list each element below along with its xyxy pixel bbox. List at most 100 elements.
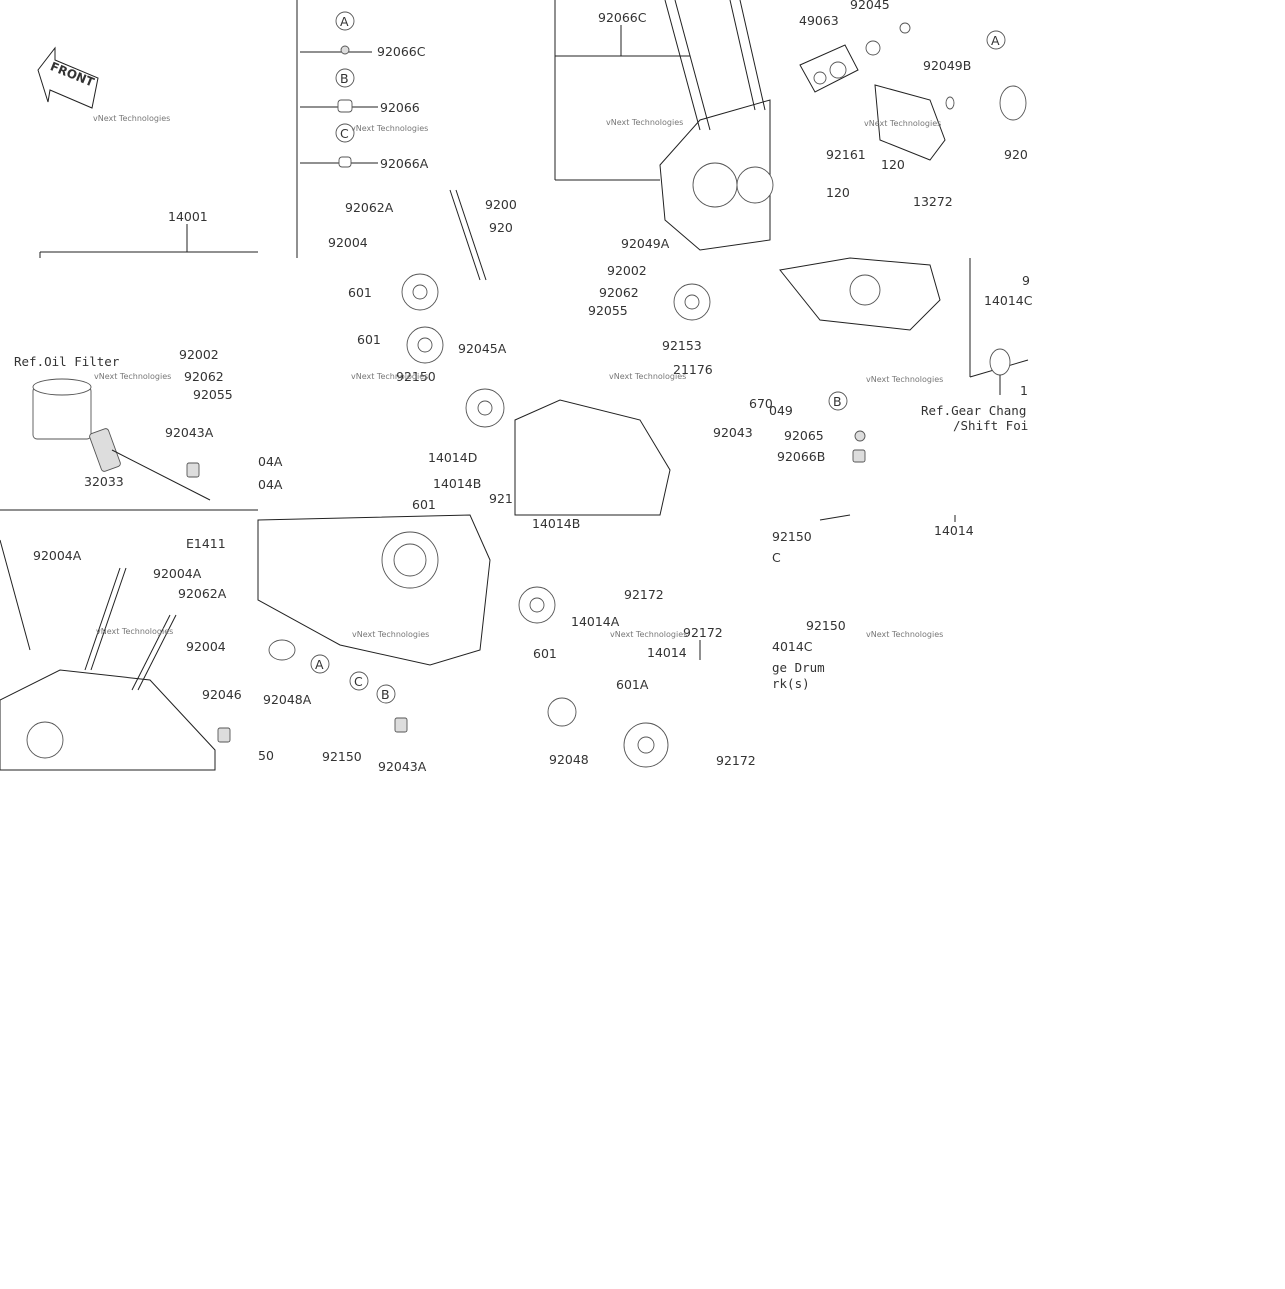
part-label: 92055 — [193, 387, 233, 402]
part-label: 1 — [1020, 383, 1028, 398]
watermark: vNext Technologies — [864, 119, 941, 128]
callout-letters: A B C A B A C B — [310, 11, 1006, 704]
part-label: 14014B — [532, 516, 580, 531]
part-label: 601 — [533, 646, 557, 661]
callout-a-2: A — [991, 33, 1000, 48]
part-label: 92043A — [165, 425, 214, 440]
part-label: 92066A — [380, 156, 429, 171]
part-label: 92150 — [322, 749, 362, 764]
ref-gear-change-2: /Shift Foi — [953, 418, 1028, 433]
part-label: 601 — [412, 497, 436, 512]
part-label: 92055 — [588, 303, 628, 318]
line-art — [0, 0, 1029, 771]
watermark: vNext Technologies — [96, 627, 173, 636]
part-label: 92062A — [345, 200, 394, 215]
callout-a-3: A — [315, 657, 324, 672]
part-label: 92045 — [850, 0, 890, 12]
part-label: 92045A — [458, 341, 507, 356]
part-label: 920 — [489, 220, 513, 235]
part-label: 21176 — [673, 362, 713, 377]
part-label: 92150 — [806, 618, 846, 633]
callout-c-3: C — [354, 674, 363, 689]
part-label: 92048 — [549, 752, 589, 767]
part-label: 120 — [881, 157, 905, 172]
part-label: 92172 — [624, 587, 664, 602]
ref-change-drum-2: rk(s) — [772, 676, 810, 691]
watermark: vNext Technologies — [351, 124, 428, 133]
watermark: vNext Technologies — [351, 372, 428, 381]
part-label: 92048A — [263, 692, 312, 707]
callout-c: C — [340, 126, 349, 141]
part-label: 92049A — [621, 236, 670, 251]
part-label: 4014C — [772, 639, 813, 654]
callout-b: B — [340, 71, 349, 86]
part-label: 92004A — [153, 566, 202, 581]
part-label: 50 — [258, 748, 274, 763]
part-label: 9200 — [485, 197, 517, 212]
part-label: 92062 — [599, 285, 639, 300]
part-label: 92172 — [683, 625, 723, 640]
part-label: 92066C — [598, 10, 647, 25]
part-label: 14014C — [984, 293, 1033, 308]
part-label: 14014 — [934, 523, 974, 538]
part-label: 601 — [348, 285, 372, 300]
part-label: 92153 — [662, 338, 702, 353]
watermark: vNext Technologies — [606, 118, 683, 127]
part-label: 921 — [489, 491, 513, 506]
callout-b-2: B — [833, 394, 842, 409]
part-label: 9 — [1022, 273, 1030, 288]
part-label: 92043A — [378, 759, 427, 774]
part-label: 92002 — [179, 347, 219, 362]
part-label: 92150 — [396, 369, 436, 384]
part-label: 92004 — [328, 235, 368, 250]
part-label: 92150 — [772, 529, 812, 544]
watermark: vNext Technologies — [93, 114, 170, 123]
ref-gear-change-1: Ref.Gear Chang — [921, 403, 1026, 418]
part-label: 92004 — [186, 639, 226, 654]
part-label: 14014A — [571, 614, 620, 629]
part-label: 92043 — [713, 425, 753, 440]
part-label: 92049B — [923, 58, 971, 73]
part-label: 92062 — [184, 369, 224, 384]
callout-a: A — [340, 14, 349, 29]
part-label: 04A — [258, 477, 283, 492]
part-label: 14014 — [647, 645, 687, 660]
part-label: 13272 — [913, 194, 953, 209]
part-label: 92161 — [826, 147, 866, 162]
part-label: 92172 — [716, 753, 756, 768]
watermark: vNext Technologies — [94, 372, 171, 381]
callout-b-3: B — [381, 687, 390, 702]
part-label: 14014D — [428, 450, 477, 465]
front-arrow-label: FRONT — [48, 59, 97, 89]
part-label: 92002 — [607, 263, 647, 278]
ref-change-drum-1: ge Drum — [772, 660, 825, 675]
part-label: 92046 — [202, 687, 242, 702]
watermark: vNext Technologies — [866, 375, 943, 384]
part-label: 601 — [357, 332, 381, 347]
part-label: 14001 — [168, 209, 208, 224]
part-label: 920 — [1004, 147, 1028, 162]
part-label: 92066B — [777, 449, 825, 464]
part-label: 14014B — [433, 476, 481, 491]
ref-oil-filter: Ref.Oil Filter — [14, 354, 120, 369]
part-label: 49063 — [799, 13, 839, 28]
part-label: 049 — [769, 403, 793, 418]
part-labels: 92066C 92066 92066A 14001 92062A 92004 9… — [33, 0, 1033, 774]
part-label: 601A — [616, 677, 649, 692]
part-label: 92065 — [784, 428, 824, 443]
watermark: vNext Technologies — [352, 630, 429, 639]
part-label: 04A — [258, 454, 283, 469]
part-label: 92066 — [380, 100, 420, 115]
part-label: 32033 — [84, 474, 124, 489]
watermark: vNext Technologies — [610, 630, 687, 639]
part-label: 120 — [826, 185, 850, 200]
part-label: 92062A — [178, 586, 227, 601]
part-label: C — [772, 550, 781, 565]
part-label: 92004A — [33, 548, 82, 563]
part-label: 670 — [749, 396, 773, 411]
part-label: 92066C — [377, 44, 426, 59]
watermark: vNext Technologies — [866, 630, 943, 639]
watermark: vNext Technologies — [609, 372, 686, 381]
